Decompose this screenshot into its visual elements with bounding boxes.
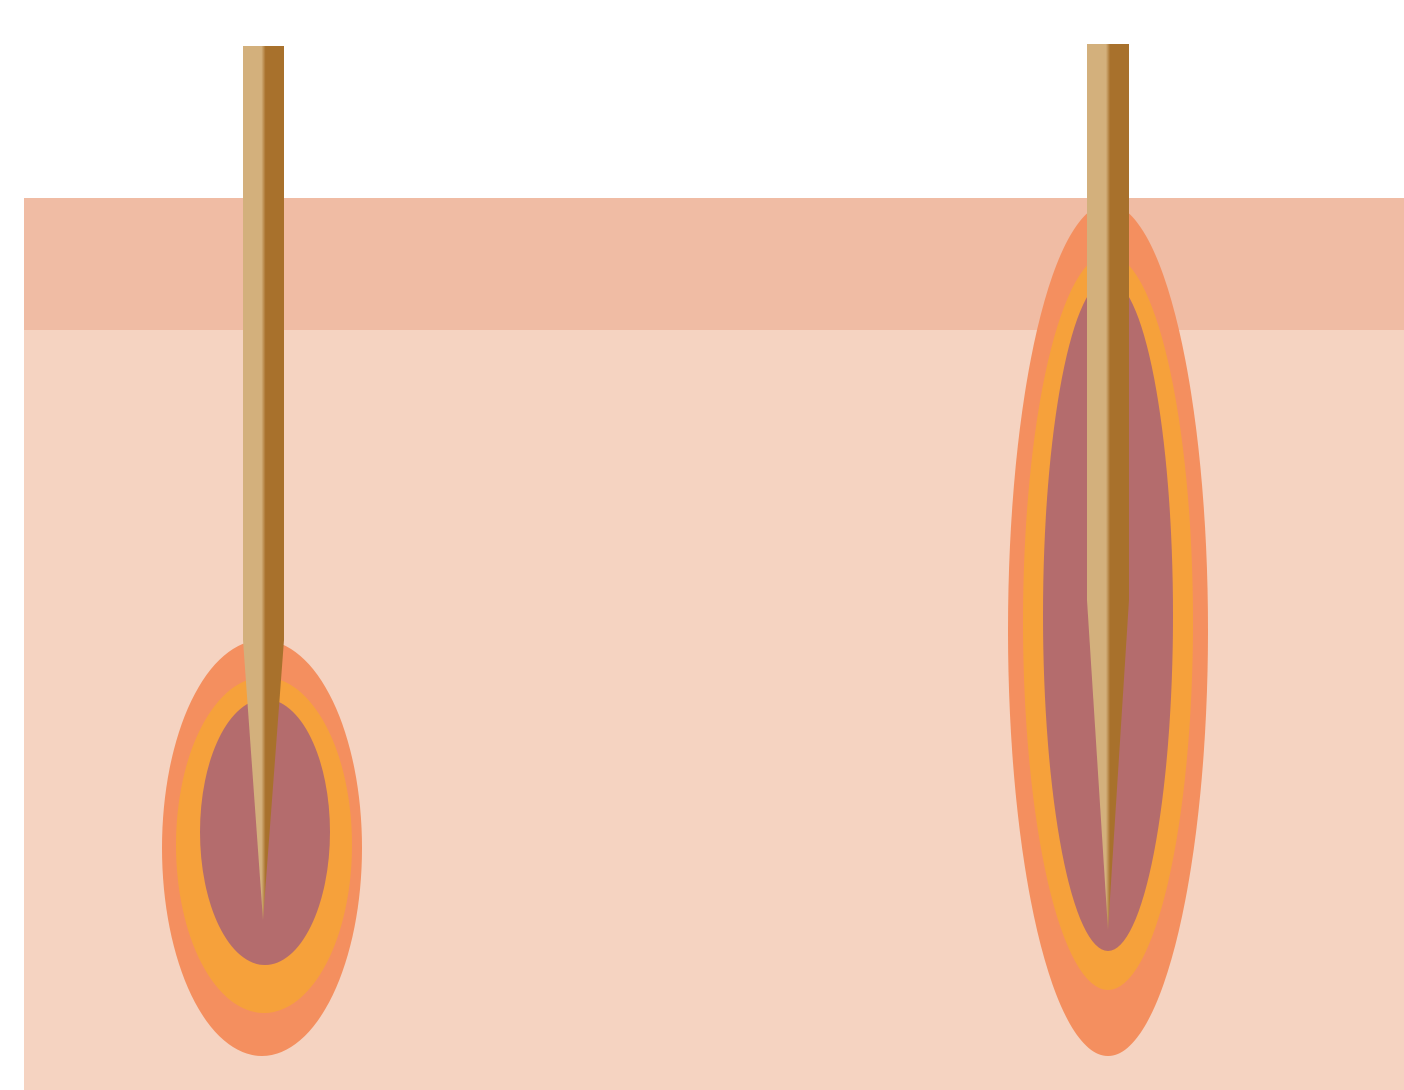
skin-surface-layer [24, 198, 1404, 330]
right-needle-group [1008, 44, 1208, 1056]
